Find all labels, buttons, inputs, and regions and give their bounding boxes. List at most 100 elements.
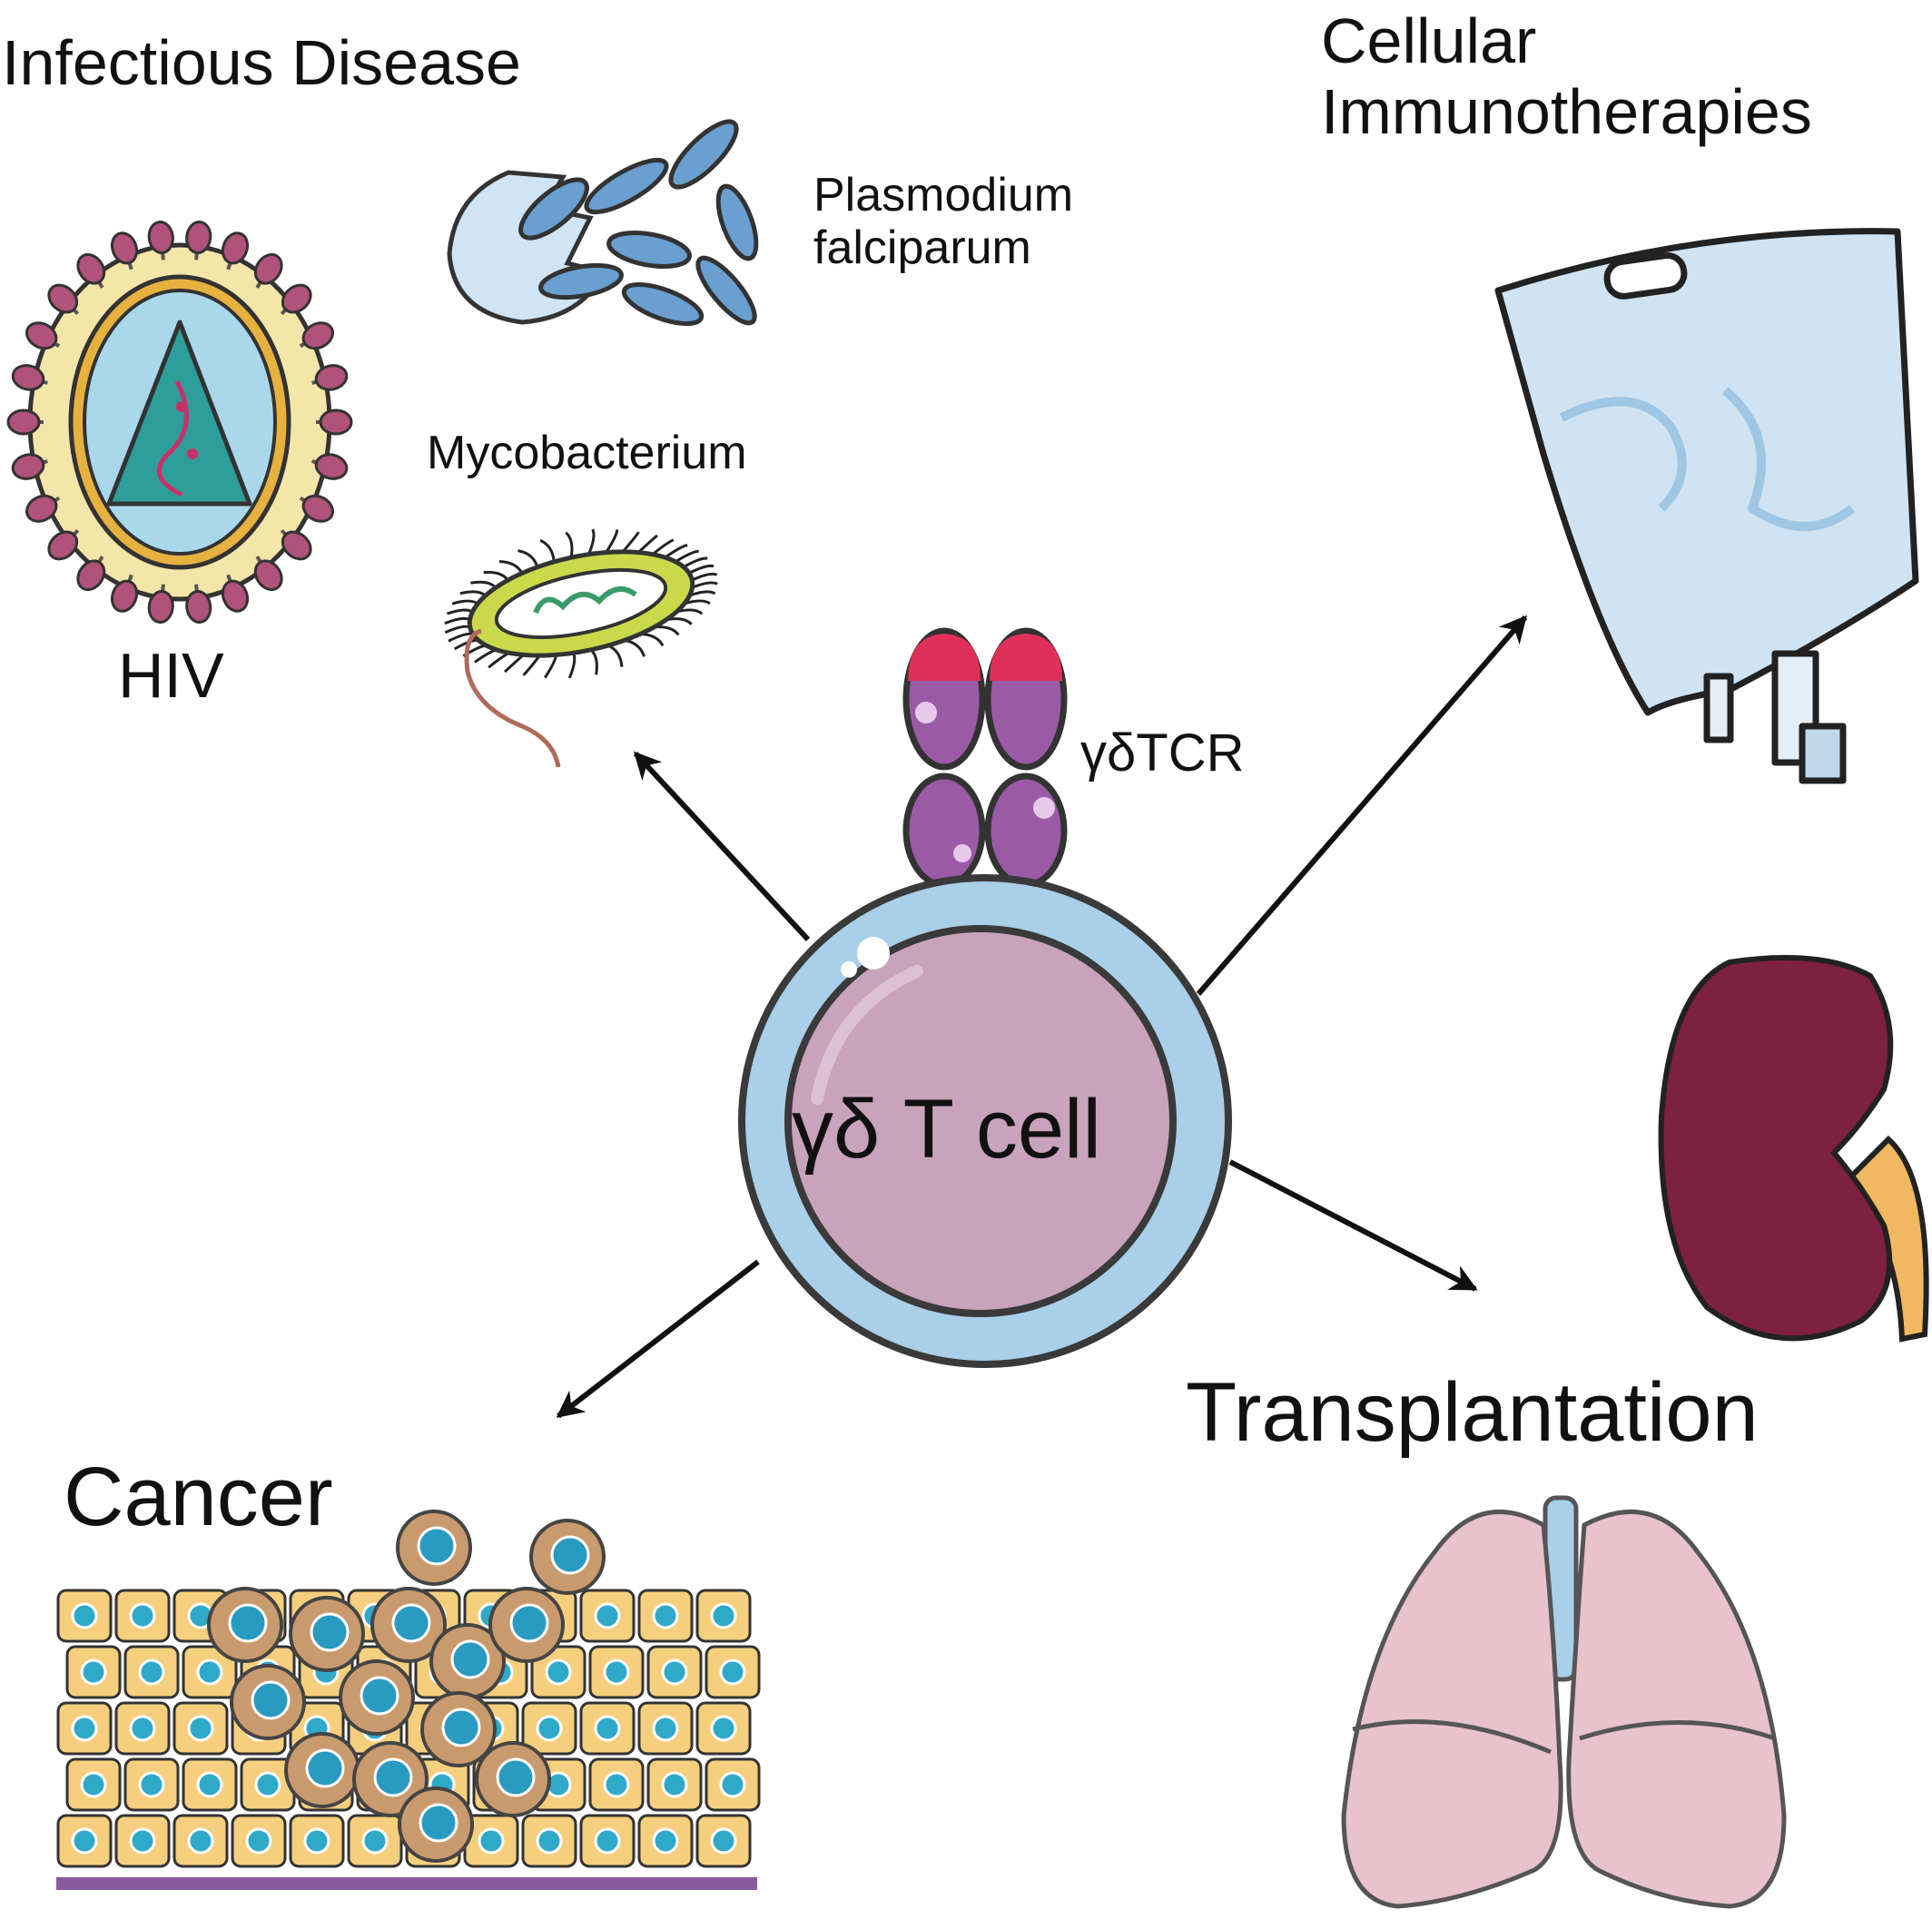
tissue-nucleus: [594, 1715, 621, 1742]
bacterium-hair: [621, 531, 640, 553]
hiv-knob: [185, 590, 212, 624]
tissue-nucleus: [661, 1771, 688, 1798]
label-mycobacterium: Mycobacterium: [427, 427, 747, 479]
label-gd-tcr: γδTCR: [1080, 723, 1245, 782]
bacterium-hair: [543, 654, 557, 679]
hiv-knob: [253, 559, 283, 592]
tissue-nucleus: [361, 1827, 389, 1855]
tissue-nucleus: [719, 1771, 746, 1798]
hiv-knob: [47, 530, 79, 561]
tumor-nucleus: [228, 1603, 268, 1643]
tissue-nucleus: [80, 1771, 107, 1798]
bacterium-hair: [637, 534, 658, 554]
bacterium-hair: [518, 549, 539, 568]
bacterium-hair: [444, 625, 471, 635]
hiv-knob: [319, 408, 353, 436]
hiv-surface-proteins: [6, 221, 353, 624]
bacterium-hair: [640, 633, 665, 647]
hiv-knob: [6, 408, 41, 436]
tissue-nucleus: [196, 1658, 223, 1686]
bacterium-hair: [565, 531, 574, 558]
hiv-knob: [11, 453, 45, 480]
hiv-knob: [25, 494, 58, 523]
tumor-nucleus: [310, 1612, 350, 1652]
bacterium-hair: [567, 652, 577, 679]
hiv-knob: [47, 283, 79, 314]
tissue-nucleus: [187, 1715, 214, 1742]
tissue-nucleus: [187, 1827, 214, 1855]
tumor-cells: [207, 1510, 606, 1863]
bacterium-hair: [459, 590, 487, 597]
arrow-to-cellular-immunotherapies: [1196, 615, 1528, 996]
lungs-icon: [1341, 1495, 1787, 1909]
tissue-nucleus: [71, 1827, 98, 1855]
tissue-nucleus: [254, 1771, 281, 1798]
bacterium-hair: [688, 564, 715, 575]
tumor-nucleus: [305, 1748, 345, 1788]
hiv-knob: [25, 321, 58, 350]
tissue-nucleus: [603, 1658, 630, 1686]
hiv-icon: [6, 221, 353, 624]
tissue-nucleus: [594, 1827, 621, 1855]
bacterium-hair: [683, 556, 708, 568]
hiv-knob: [281, 283, 312, 314]
bacterium-hair: [589, 648, 598, 675]
bacterium-hair: [522, 654, 541, 676]
tumor-nucleus: [450, 1639, 490, 1679]
section-title-infectious-disease: Infectious Disease: [2, 27, 521, 98]
bacterium-hair: [651, 538, 675, 556]
tissue-nucleus: [652, 1827, 679, 1855]
bacterium-hair: [664, 544, 688, 559]
label-hiv: HIV: [118, 640, 224, 711]
tissue-nucleus: [603, 1771, 630, 1798]
section-title-cellular-immunotherapies: Cellular Immunotherapies: [1321, 5, 1812, 148]
tissue-nucleus: [129, 1715, 156, 1742]
tumor-nucleus: [550, 1535, 590, 1575]
hiv-knob: [147, 221, 174, 254]
tumor-nucleus: [251, 1680, 291, 1720]
hiv-knob: [253, 252, 283, 285]
bacterium-hair: [624, 638, 646, 657]
bacterium-hair: [605, 529, 619, 554]
tissue-nucleus: [536, 1715, 563, 1742]
hiv-knob: [110, 579, 139, 613]
tumor-nucleus: [419, 1803, 458, 1843]
tissue-nucleus: [303, 1827, 330, 1855]
hiv-knob: [314, 364, 349, 391]
tissue-nucleus: [594, 1602, 621, 1629]
hiv-knob: [301, 321, 335, 350]
bacterium-hair: [444, 616, 471, 625]
label-gd-t-cell: γδ T cell: [792, 1083, 1101, 1176]
tumor-nucleus: [441, 1707, 481, 1747]
hiv-knob: [314, 453, 349, 480]
mycobacterium-icon: [444, 528, 718, 768]
gd-t-cell-icon: [738, 874, 1232, 1368]
tissue-nucleus: [138, 1658, 165, 1686]
bacterium-hair: [654, 625, 680, 636]
gd-tcr-icon: [902, 627, 1068, 889]
hiv-knob: [76, 252, 106, 285]
bacterium-hair: [470, 580, 498, 589]
arrow-to-infectious-disease: [633, 751, 811, 942]
tissue-nucleus: [536, 1827, 563, 1855]
hiv-knob: [147, 590, 174, 624]
tumor-nucleus: [373, 1757, 413, 1797]
tissue-nucleus: [129, 1602, 156, 1629]
tissue-nucleus: [138, 1771, 165, 1798]
arrows: [556, 615, 1528, 1419]
tissue-nucleus: [71, 1602, 98, 1629]
tumor-nucleus: [417, 1526, 457, 1566]
tissue-nucleus: [661, 1658, 688, 1686]
plasmodium-icon: [447, 119, 759, 327]
bacterium-hair: [474, 648, 498, 664]
bacterium-hair: [498, 560, 524, 575]
tumor-nucleus: [496, 1757, 536, 1797]
cancer-tissue-icon: [56, 1510, 761, 1890]
bacterium-hair: [691, 572, 718, 582]
hiv-knob: [76, 559, 106, 592]
tissue-nucleus: [710, 1602, 737, 1629]
hiv-knob: [11, 364, 45, 391]
tissue-nucleus: [652, 1715, 679, 1742]
